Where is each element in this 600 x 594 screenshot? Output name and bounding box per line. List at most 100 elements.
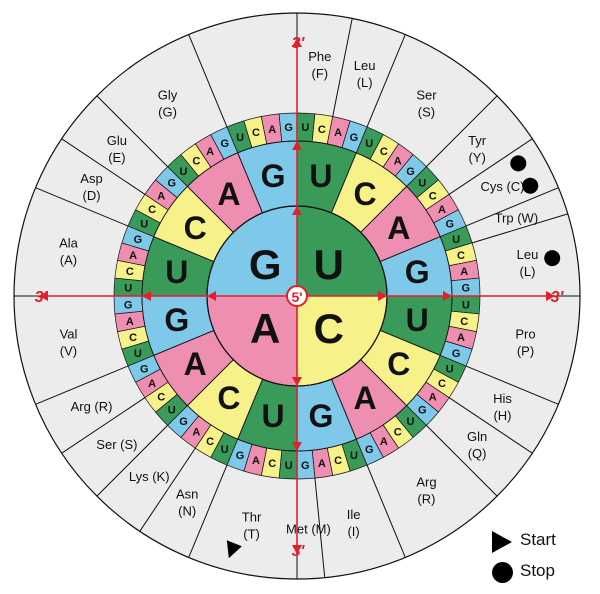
edge-label-bottom: 3' [292,543,306,560]
amino-acid-name: Pro [515,326,535,341]
third-base-letter: U [446,363,454,375]
legend-stop: Stop [490,558,595,588]
amino-acid-divider [188,464,228,558]
third-base-letter: C [318,124,326,136]
third-base-letter: G [134,234,143,246]
third-base-letter: G [284,122,293,134]
second-base-letter: U [165,254,188,290]
third-base-letter: A [206,146,214,158]
amino-acid-name: Arg [416,475,436,490]
third-base-letter: C [126,266,134,278]
amino-acid-name: Trp (W) [495,211,539,226]
start-triangle-icon [492,531,512,553]
amino-acid-name: Ile [347,507,361,522]
third-base-letter: G [365,444,374,456]
arrowhead [546,291,555,301]
third-base-letter: C [157,392,165,404]
second-base-letter: A [184,346,207,382]
third-base-letter: U [134,348,142,360]
amino-acid-label: Ser(S) [416,87,437,119]
third-base-letter: C [192,155,200,167]
amino-acid-label: Arg (R) [71,399,113,414]
third-base-letter: A [129,250,137,262]
third-base-letter: C [457,250,465,262]
second-base-letter: A [354,380,377,416]
second-base-letter: C [354,176,377,212]
amino-acid-name: Ala [59,236,79,251]
amino-acid-code: (H) [493,408,511,423]
edge-label-left: 3' [35,289,49,306]
amino-acid-label: Ile(I) [347,507,361,539]
third-base-letter: A [148,378,156,390]
amino-acid-label: Trp (W) [495,211,539,226]
amino-acid-code: (D) [82,188,100,203]
third-base-letter: G [418,404,427,416]
center-five-prime: 5' [286,285,308,307]
third-base-letter: U [180,166,188,178]
amino-acid-label: Ala(A) [59,236,79,268]
amino-acid-name: Ser [416,87,437,102]
third-base-letter: C [429,190,437,202]
amino-acid-divider [366,464,406,558]
third-base-letter: A [380,436,388,448]
second-base-letter: A [217,176,240,212]
amino-acid-name: Glu [107,133,127,148]
amino-acid-label: Val(V) [60,326,78,358]
arrowhead [443,291,452,301]
third-base-letter: C [394,427,402,439]
amino-acid-code: (L) [357,75,373,90]
third-base-letter: U [418,178,426,190]
center-label: 5' [291,289,302,305]
amino-acid-code: (L) [520,264,536,279]
second-base-letter: U [309,158,332,194]
amino-acid-name: Arg (R) [71,399,113,414]
legend-start-label: Start [520,530,556,549]
third-base-letter: U [462,299,470,311]
amino-acid-code: (P) [517,343,534,358]
edge-label-right: 3' [551,289,565,306]
third-base-letter: U [124,283,132,295]
start-stop-markers [226,155,561,559]
amino-acid-name: Ser (S) [96,437,137,452]
amino-acid-name: Cys (C) [480,179,524,194]
arrowhead [142,291,151,301]
third-base-letter: U [236,132,244,144]
legend-start: Start [490,527,595,557]
third-base-letter: G [140,363,149,375]
amino-acid-divider [471,213,568,244]
stop-dot-icon [492,562,513,583]
third-base-letter: A [192,427,200,439]
third-base-letter: G [124,299,133,311]
amino-acid-label: Cys (C) [480,179,524,194]
third-base-letter: G [452,348,461,360]
second-base-letter: C [387,346,410,382]
amino-acid-code: (R) [417,492,435,507]
amino-acid-label: Lys (K) [129,469,170,484]
third-base-letter: C [438,378,446,390]
amino-acid-label: Phe(F) [308,49,331,81]
third-base-letter: A [334,127,342,139]
amino-acid-name: Gln [467,429,487,444]
third-base-letter: G [462,283,471,295]
amino-acid-name: Leu [354,58,376,73]
second-base-letter: U [406,302,429,338]
amino-acid-label: Gly(G) [158,87,178,119]
amino-acid-divider [96,425,168,497]
amino-acid-label: Met (M) [286,522,331,537]
third-base-letter: U [350,450,358,462]
amino-acid-label: Leu (L) [354,58,376,90]
amino-acid-name: Leu [517,247,539,262]
amino-acid-label: Glu(E) [107,133,127,165]
third-base-letter: G [406,166,415,178]
amino-acid-code: (Y) [468,150,485,165]
amino-acid-code: (G) [158,104,177,119]
amino-acid-divider [426,425,498,497]
arrowhead [207,291,216,301]
amino-acid-label: Arg (R) [416,475,436,507]
amino-acid-name: Lys (K) [129,469,170,484]
third-base-letter: U [452,234,460,246]
third-base-letter: G [301,460,310,472]
third-base-letter: A [126,316,134,328]
